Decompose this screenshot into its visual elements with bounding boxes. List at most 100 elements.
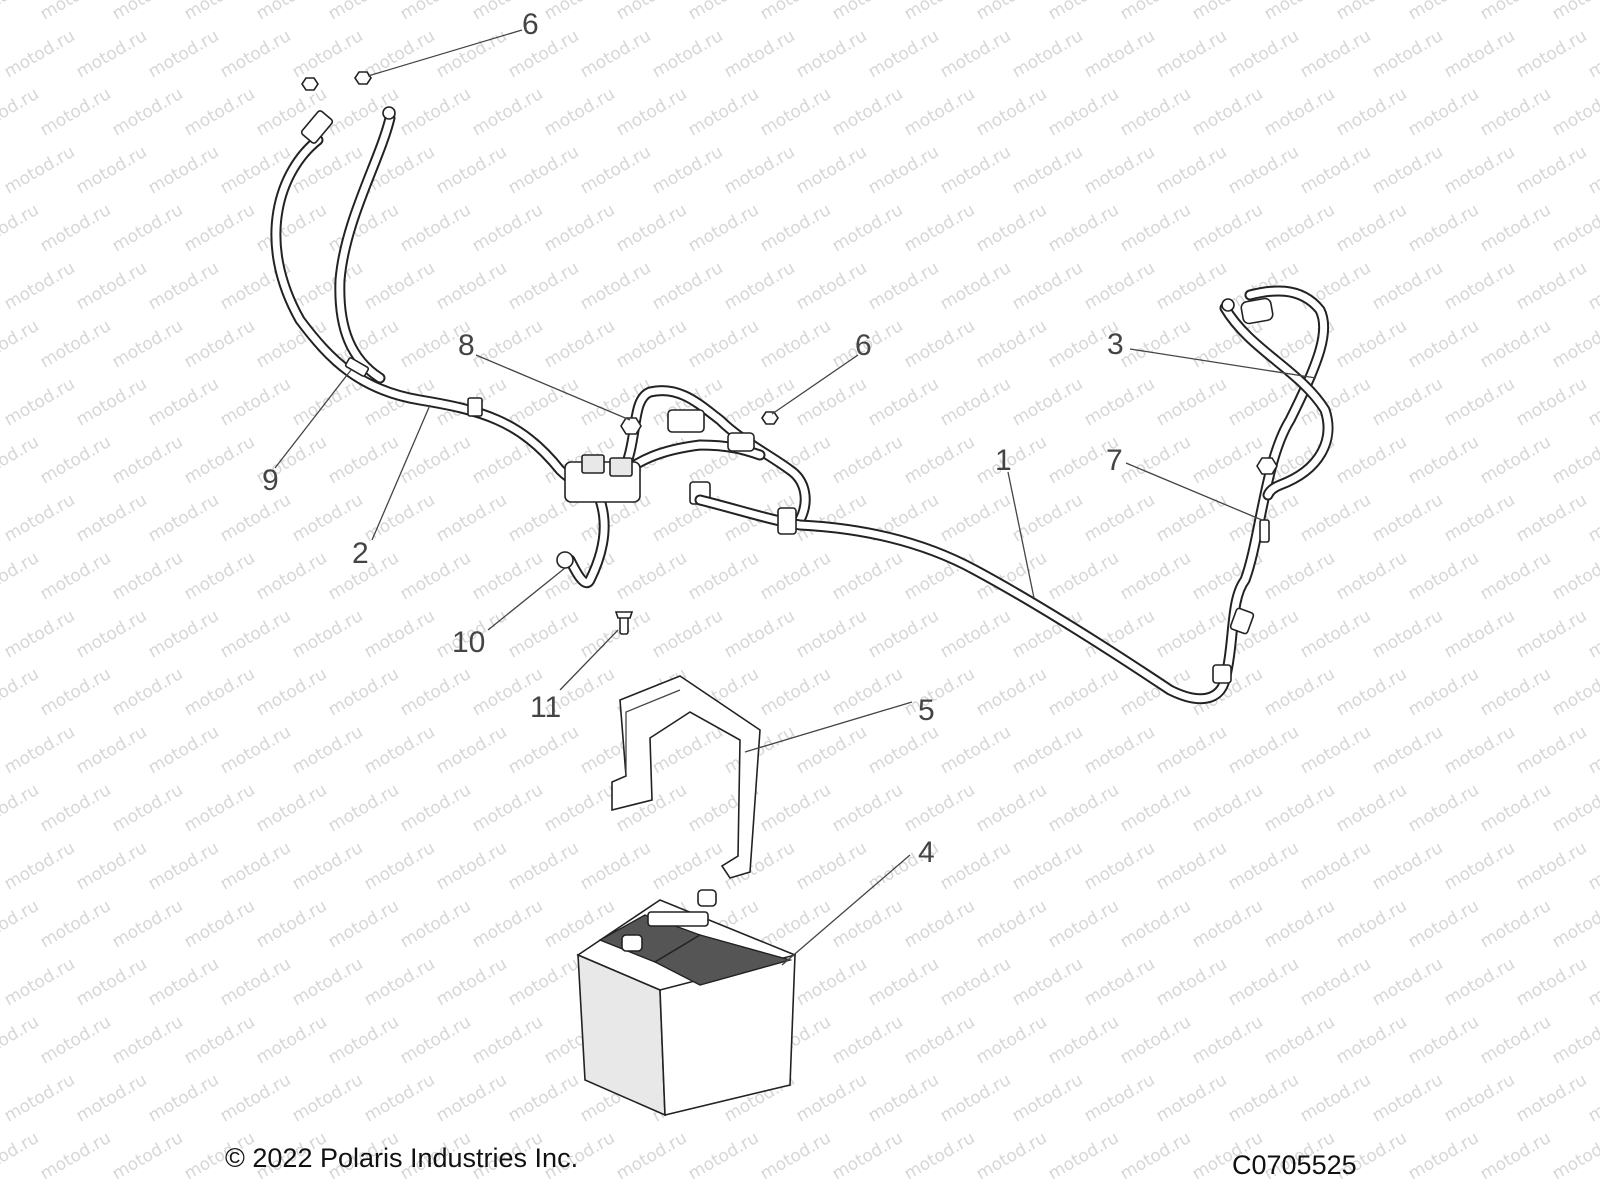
- watermark-text: motod.ru: [37, 316, 115, 372]
- watermark-text: motod.ru: [1333, 84, 1411, 140]
- watermark-text: motod.ru: [1369, 1070, 1447, 1126]
- watermark-text: motod.ru: [793, 838, 871, 894]
- watermark-text: motod.ru: [181, 896, 259, 952]
- watermark-text: motod.ru: [1, 954, 79, 1010]
- watermark-text: motod.ru: [217, 722, 295, 778]
- watermark-text: motod.ru: [325, 1012, 403, 1068]
- watermark-text: motod.ru: [937, 258, 1015, 314]
- watermark-text: motod.ru: [397, 896, 475, 952]
- watermark-text: motod.ru: [1, 606, 79, 662]
- watermark-text: motod.ru: [685, 200, 763, 256]
- watermark-text: motod.ru: [793, 374, 871, 430]
- watermark-text: motod.ru: [1585, 838, 1600, 894]
- watermark-text: motod.ru: [145, 26, 223, 82]
- watermark-text: motod.ru: [1081, 722, 1159, 778]
- watermark-text: motod.ru: [37, 664, 115, 720]
- watermark-text: motod.ru: [217, 1070, 295, 1126]
- watermark-text: motod.ru: [901, 664, 979, 720]
- watermark-text: motod.ru: [1549, 780, 1600, 836]
- watermark-text: motod.ru: [1225, 1070, 1303, 1126]
- watermark-text: motod.ru: [1117, 1012, 1195, 1068]
- watermark-text: motod.ru: [937, 1070, 1015, 1126]
- watermark-text: motod.ru: [1081, 26, 1159, 82]
- watermark-text: motod.ru: [649, 838, 727, 894]
- watermark-text: motod.ru: [1297, 606, 1375, 662]
- watermark-text: motod.ru: [973, 316, 1051, 372]
- watermark-text: motod.ru: [469, 316, 547, 372]
- watermark-text: motod.ru: [1225, 142, 1303, 198]
- cable-clip-icon: [344, 357, 370, 377]
- watermark-text: motod.ru: [973, 84, 1051, 140]
- watermark-text: motod.ru: [685, 0, 763, 24]
- watermark-text: motod.ru: [505, 606, 583, 662]
- watermark-text: motod.ru: [469, 84, 547, 140]
- watermark-text: motod.ru: [0, 1128, 42, 1184]
- watermark-text: motod.ru: [1405, 84, 1483, 140]
- watermark-text: motod.ru: [0, 432, 42, 488]
- battery-terminal-icon: [697, 889, 717, 907]
- watermark-text: motod.ru: [109, 896, 187, 952]
- watermark-text: motod.ru: [1405, 1012, 1483, 1068]
- watermark-text: motod.ru: [1369, 490, 1447, 546]
- watermark-text: motod.ru: [1225, 26, 1303, 82]
- watermark-text: motod.ru: [433, 838, 511, 894]
- watermark-text: motod.ru: [1513, 258, 1591, 314]
- watermark-text: motod.ru: [613, 548, 691, 604]
- watermark-text: motod.ru: [829, 84, 907, 140]
- watermark-text: motod.ru: [145, 1070, 223, 1126]
- watermark-text: motod.ru: [1369, 142, 1447, 198]
- watermark-text: motod.ru: [181, 548, 259, 604]
- watermark-text: motod.ru: [181, 664, 259, 720]
- callout-6: 6: [855, 329, 872, 362]
- watermark-text: motod.ru: [1189, 1012, 1267, 1068]
- watermark-text: motod.ru: [793, 954, 871, 1010]
- watermark-text: motod.ru: [37, 780, 115, 836]
- watermark-text: motod.ru: [937, 374, 1015, 430]
- watermark-text: motod.ru: [0, 316, 42, 372]
- watermark-text: motod.ru: [469, 548, 547, 604]
- watermark-text: motod.ru: [793, 606, 871, 662]
- watermark-text: motod.ru: [1405, 0, 1483, 24]
- watermark-text: motod.ru: [0, 1012, 42, 1068]
- watermark-text: motod.ru: [865, 26, 943, 82]
- watermark-text: motod.ru: [757, 84, 835, 140]
- drawing-number: C0705525: [1232, 1150, 1357, 1180]
- watermark-text: motod.ru: [685, 1128, 763, 1184]
- callout-3: 3: [1107, 328, 1124, 361]
- ground-terminal-icon: [556, 551, 574, 569]
- watermark-text: motod.ru: [1333, 200, 1411, 256]
- watermark-text: motod.ru: [1, 258, 79, 314]
- watermark-text: motod.ru: [1045, 0, 1123, 24]
- watermark-text: motod.ru: [1, 490, 79, 546]
- watermark-text: motod.ru: [1189, 432, 1267, 488]
- watermark-text: motod.ru: [0, 548, 42, 604]
- watermark-text: motod.ru: [253, 548, 331, 604]
- watermark-text: motod.ru: [37, 432, 115, 488]
- watermark-text: motod.ru: [1513, 142, 1591, 198]
- watermark-text: motod.ru: [37, 1128, 115, 1184]
- watermark-text: motod.ru: [109, 0, 187, 24]
- watermark-text: motod.ru: [721, 606, 799, 662]
- watermark-text: motod.ru: [1477, 664, 1555, 720]
- watermark-text: motod.ru: [505, 142, 583, 198]
- callout-11: 11: [530, 691, 561, 724]
- watermark-text: motod.ru: [1405, 548, 1483, 604]
- watermark-text: motod.ru: [1549, 664, 1600, 720]
- cable-clip-icon: [1212, 664, 1232, 684]
- watermark-text: motod.ru: [217, 374, 295, 430]
- watermark-text: motod.ru: [1549, 1128, 1600, 1184]
- watermark-text: motod.ru: [217, 838, 295, 894]
- watermark-text: motod.ru: [1477, 316, 1555, 372]
- watermark-text: motod.ru: [1045, 200, 1123, 256]
- watermark-text: motod.ru: [1477, 896, 1555, 952]
- watermark-text: motod.ru: [1153, 258, 1231, 314]
- watermark-text: motod.ru: [721, 142, 799, 198]
- watermark-text: motod.ru: [1477, 1128, 1555, 1184]
- watermark-text: motod.ru: [1369, 374, 1447, 430]
- watermark-text: motod.ru: [253, 664, 331, 720]
- watermark-text: motod.ru: [829, 1012, 907, 1068]
- watermark-text: motod.ru: [397, 200, 475, 256]
- watermark-text: motod.ru: [1009, 954, 1087, 1010]
- watermark-text: motod.ru: [1045, 1012, 1123, 1068]
- watermark-text: motod.ru: [0, 896, 42, 952]
